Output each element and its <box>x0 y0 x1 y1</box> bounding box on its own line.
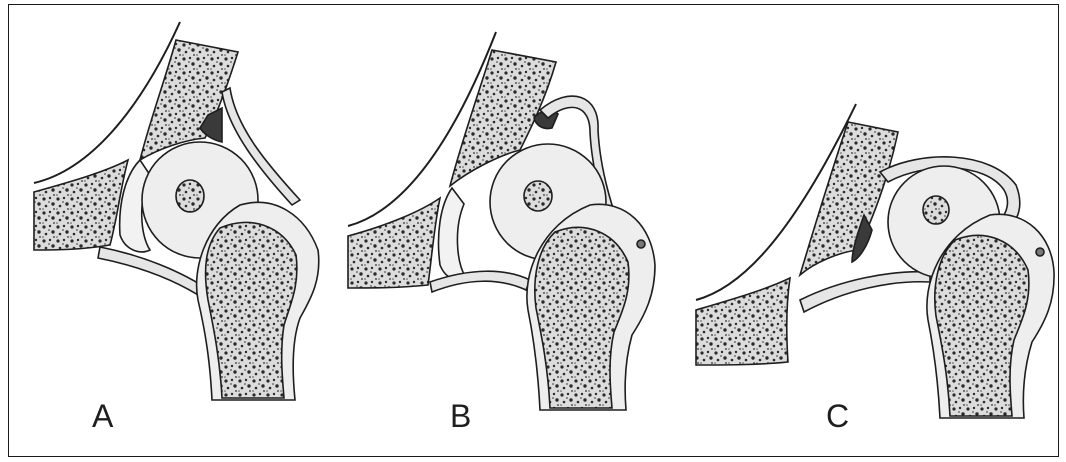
panel-b-drawing <box>348 32 655 410</box>
panel-a-drawing <box>34 22 319 400</box>
panel-c-head-nucleus <box>923 196 949 224</box>
panel-c-fovea <box>1036 248 1044 256</box>
panel-a-head-nucleus <box>176 180 204 212</box>
panel-c-acetabulum <box>696 278 790 365</box>
panel-b-head-nucleus <box>524 181 552 211</box>
panel-label-a: A <box>92 398 113 435</box>
panel-label-c: C <box>826 398 849 435</box>
panel-label-b: B <box>450 398 471 435</box>
panel-c-ilium <box>800 122 898 275</box>
panel-c-capsule-lower <box>800 272 930 312</box>
panel-a-acetabulum <box>34 160 128 250</box>
panel-b-acetabular-cartilage <box>439 188 467 280</box>
panel-b-fovea <box>637 240 645 248</box>
panel-c-drawing <box>696 104 1054 418</box>
panel-b-acetabulum <box>348 198 440 288</box>
